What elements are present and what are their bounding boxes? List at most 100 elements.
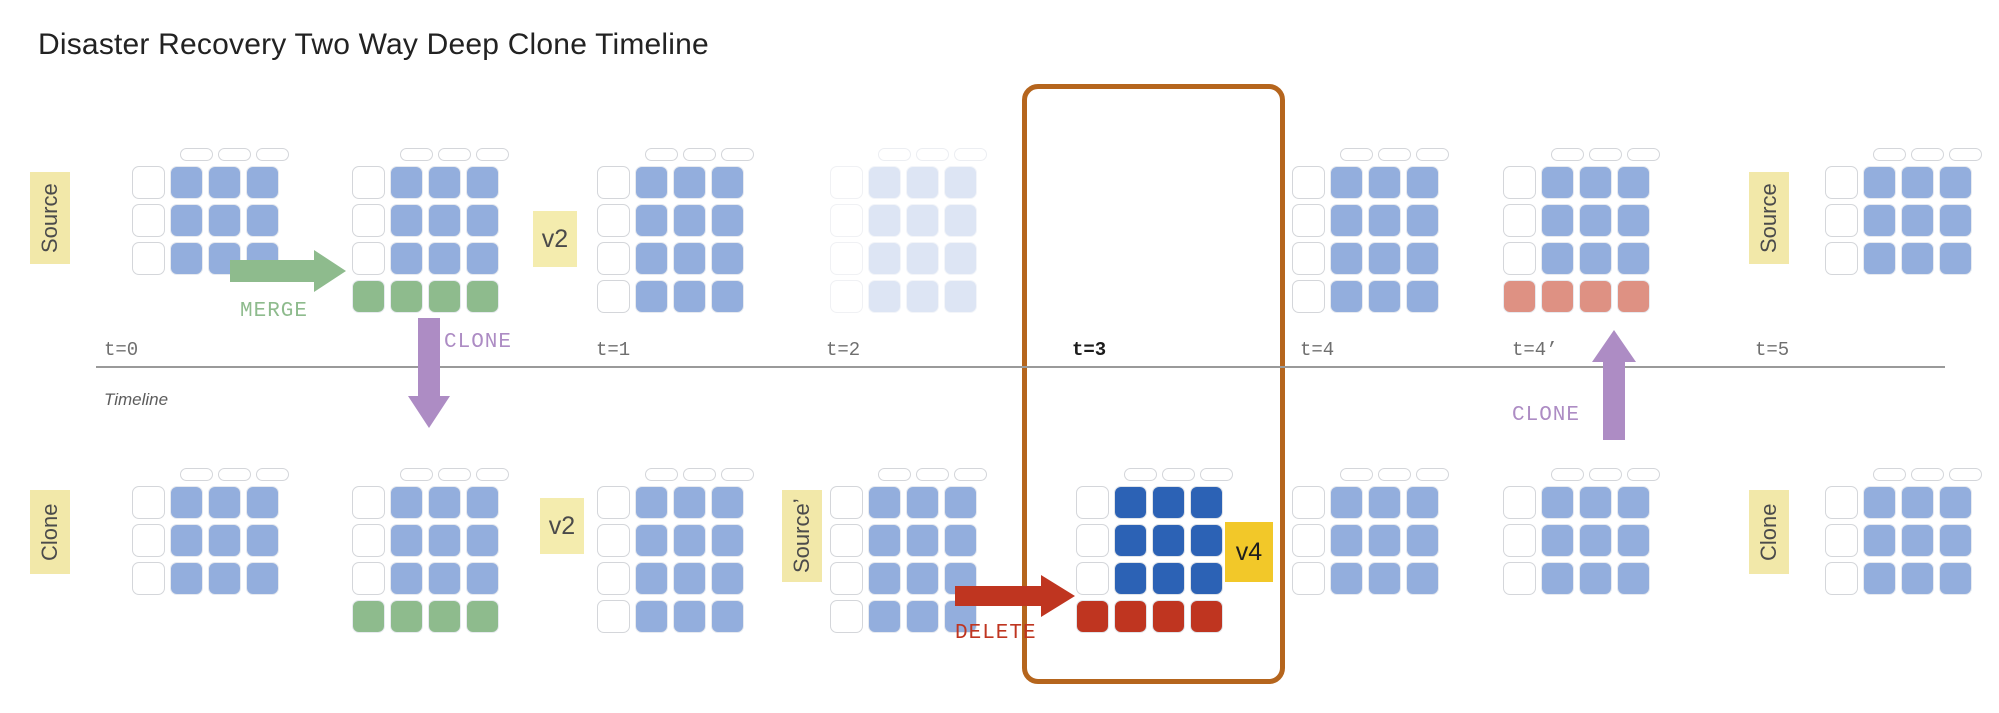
tick-t4-prime: t=4’ <box>1512 339 1558 361</box>
cell <box>1863 166 1896 199</box>
col-header <box>438 148 471 161</box>
cell <box>428 204 461 237</box>
cell-deleted <box>1114 600 1147 633</box>
row-header <box>352 166 385 199</box>
grid-row <box>597 562 744 595</box>
cell <box>1939 486 1972 519</box>
cell <box>208 562 241 595</box>
row-header <box>352 524 385 557</box>
cell <box>673 280 706 313</box>
cell <box>1901 562 1934 595</box>
col-header <box>218 468 251 481</box>
cell <box>390 204 423 237</box>
cell-deleted <box>1190 600 1223 633</box>
col-header <box>916 468 949 481</box>
cell <box>1368 524 1401 557</box>
cell <box>466 562 499 595</box>
tick-t5: t=5 <box>1755 339 1790 361</box>
cell <box>944 524 977 557</box>
row-header <box>597 242 630 275</box>
grid-row <box>597 204 744 237</box>
grid-row <box>597 166 744 199</box>
cell <box>673 242 706 275</box>
grid-row <box>132 166 279 199</box>
cell <box>1939 562 1972 595</box>
cell <box>711 280 744 313</box>
cell <box>1939 166 1972 199</box>
cell <box>208 524 241 557</box>
col-header <box>1873 148 1906 161</box>
cell-deleted <box>1152 600 1185 633</box>
col-header <box>1200 468 1233 481</box>
cell <box>208 166 241 199</box>
cell <box>1579 242 1612 275</box>
cell <box>711 524 744 557</box>
grid-row <box>132 204 279 237</box>
cell <box>1901 486 1934 519</box>
lane-label-clone-end: Clone <box>1749 490 1789 574</box>
cell <box>1617 524 1650 557</box>
cell <box>944 242 977 275</box>
col-header <box>1416 468 1449 481</box>
cell <box>635 524 668 557</box>
cell-merged <box>466 600 499 633</box>
cell <box>1901 524 1934 557</box>
cell <box>906 280 939 313</box>
row-header <box>830 242 863 275</box>
grid-row <box>1503 562 1650 595</box>
cell <box>673 562 706 595</box>
grid-row <box>1076 562 1223 595</box>
cell <box>868 242 901 275</box>
grid-row <box>352 562 499 595</box>
grid-row <box>352 242 499 275</box>
cell <box>1579 204 1612 237</box>
cell <box>944 166 977 199</box>
row-header <box>1076 486 1109 519</box>
cell <box>868 486 901 519</box>
cell <box>1939 204 1972 237</box>
cell <box>906 204 939 237</box>
cell <box>868 204 901 237</box>
col-header <box>1124 468 1157 481</box>
grid-row <box>830 166 977 199</box>
cell <box>1901 166 1934 199</box>
cell <box>1863 562 1896 595</box>
cell <box>1368 562 1401 595</box>
lane-label-source-prime: Source’ <box>782 490 822 582</box>
t3-highlight-box <box>1022 84 1285 684</box>
page-title: Disaster Recovery Two Way Deep Clone Tim… <box>38 28 709 61</box>
row-header <box>597 486 630 519</box>
cell <box>1406 562 1439 595</box>
cell <box>711 600 744 633</box>
cell <box>906 242 939 275</box>
row-header <box>1292 280 1325 313</box>
grid-row <box>1076 524 1223 557</box>
cell <box>906 600 939 633</box>
cell <box>1617 242 1650 275</box>
lane-label-source-start: Source <box>30 172 70 264</box>
grid-row <box>352 166 499 199</box>
grid-row <box>1292 166 1439 199</box>
cell <box>1406 166 1439 199</box>
row-header <box>1503 562 1536 595</box>
row-header <box>597 600 630 633</box>
cell <box>1368 166 1401 199</box>
row-header <box>1292 166 1325 199</box>
version-chip-v2-bottom: v2 <box>540 498 584 554</box>
row-header <box>132 242 165 275</box>
cell <box>428 524 461 557</box>
cell <box>868 600 901 633</box>
cell <box>1406 204 1439 237</box>
col-header <box>645 148 678 161</box>
grid-row-deleted <box>1076 600 1223 633</box>
grid-row <box>1503 524 1650 557</box>
timeline-axis-left <box>96 366 1129 368</box>
grid-row <box>597 242 744 275</box>
cell <box>428 242 461 275</box>
cell <box>466 242 499 275</box>
cell <box>1541 486 1574 519</box>
cell-merged <box>352 600 385 633</box>
col-header <box>1340 468 1373 481</box>
cell <box>711 242 744 275</box>
cell-restored <box>1503 280 1536 313</box>
